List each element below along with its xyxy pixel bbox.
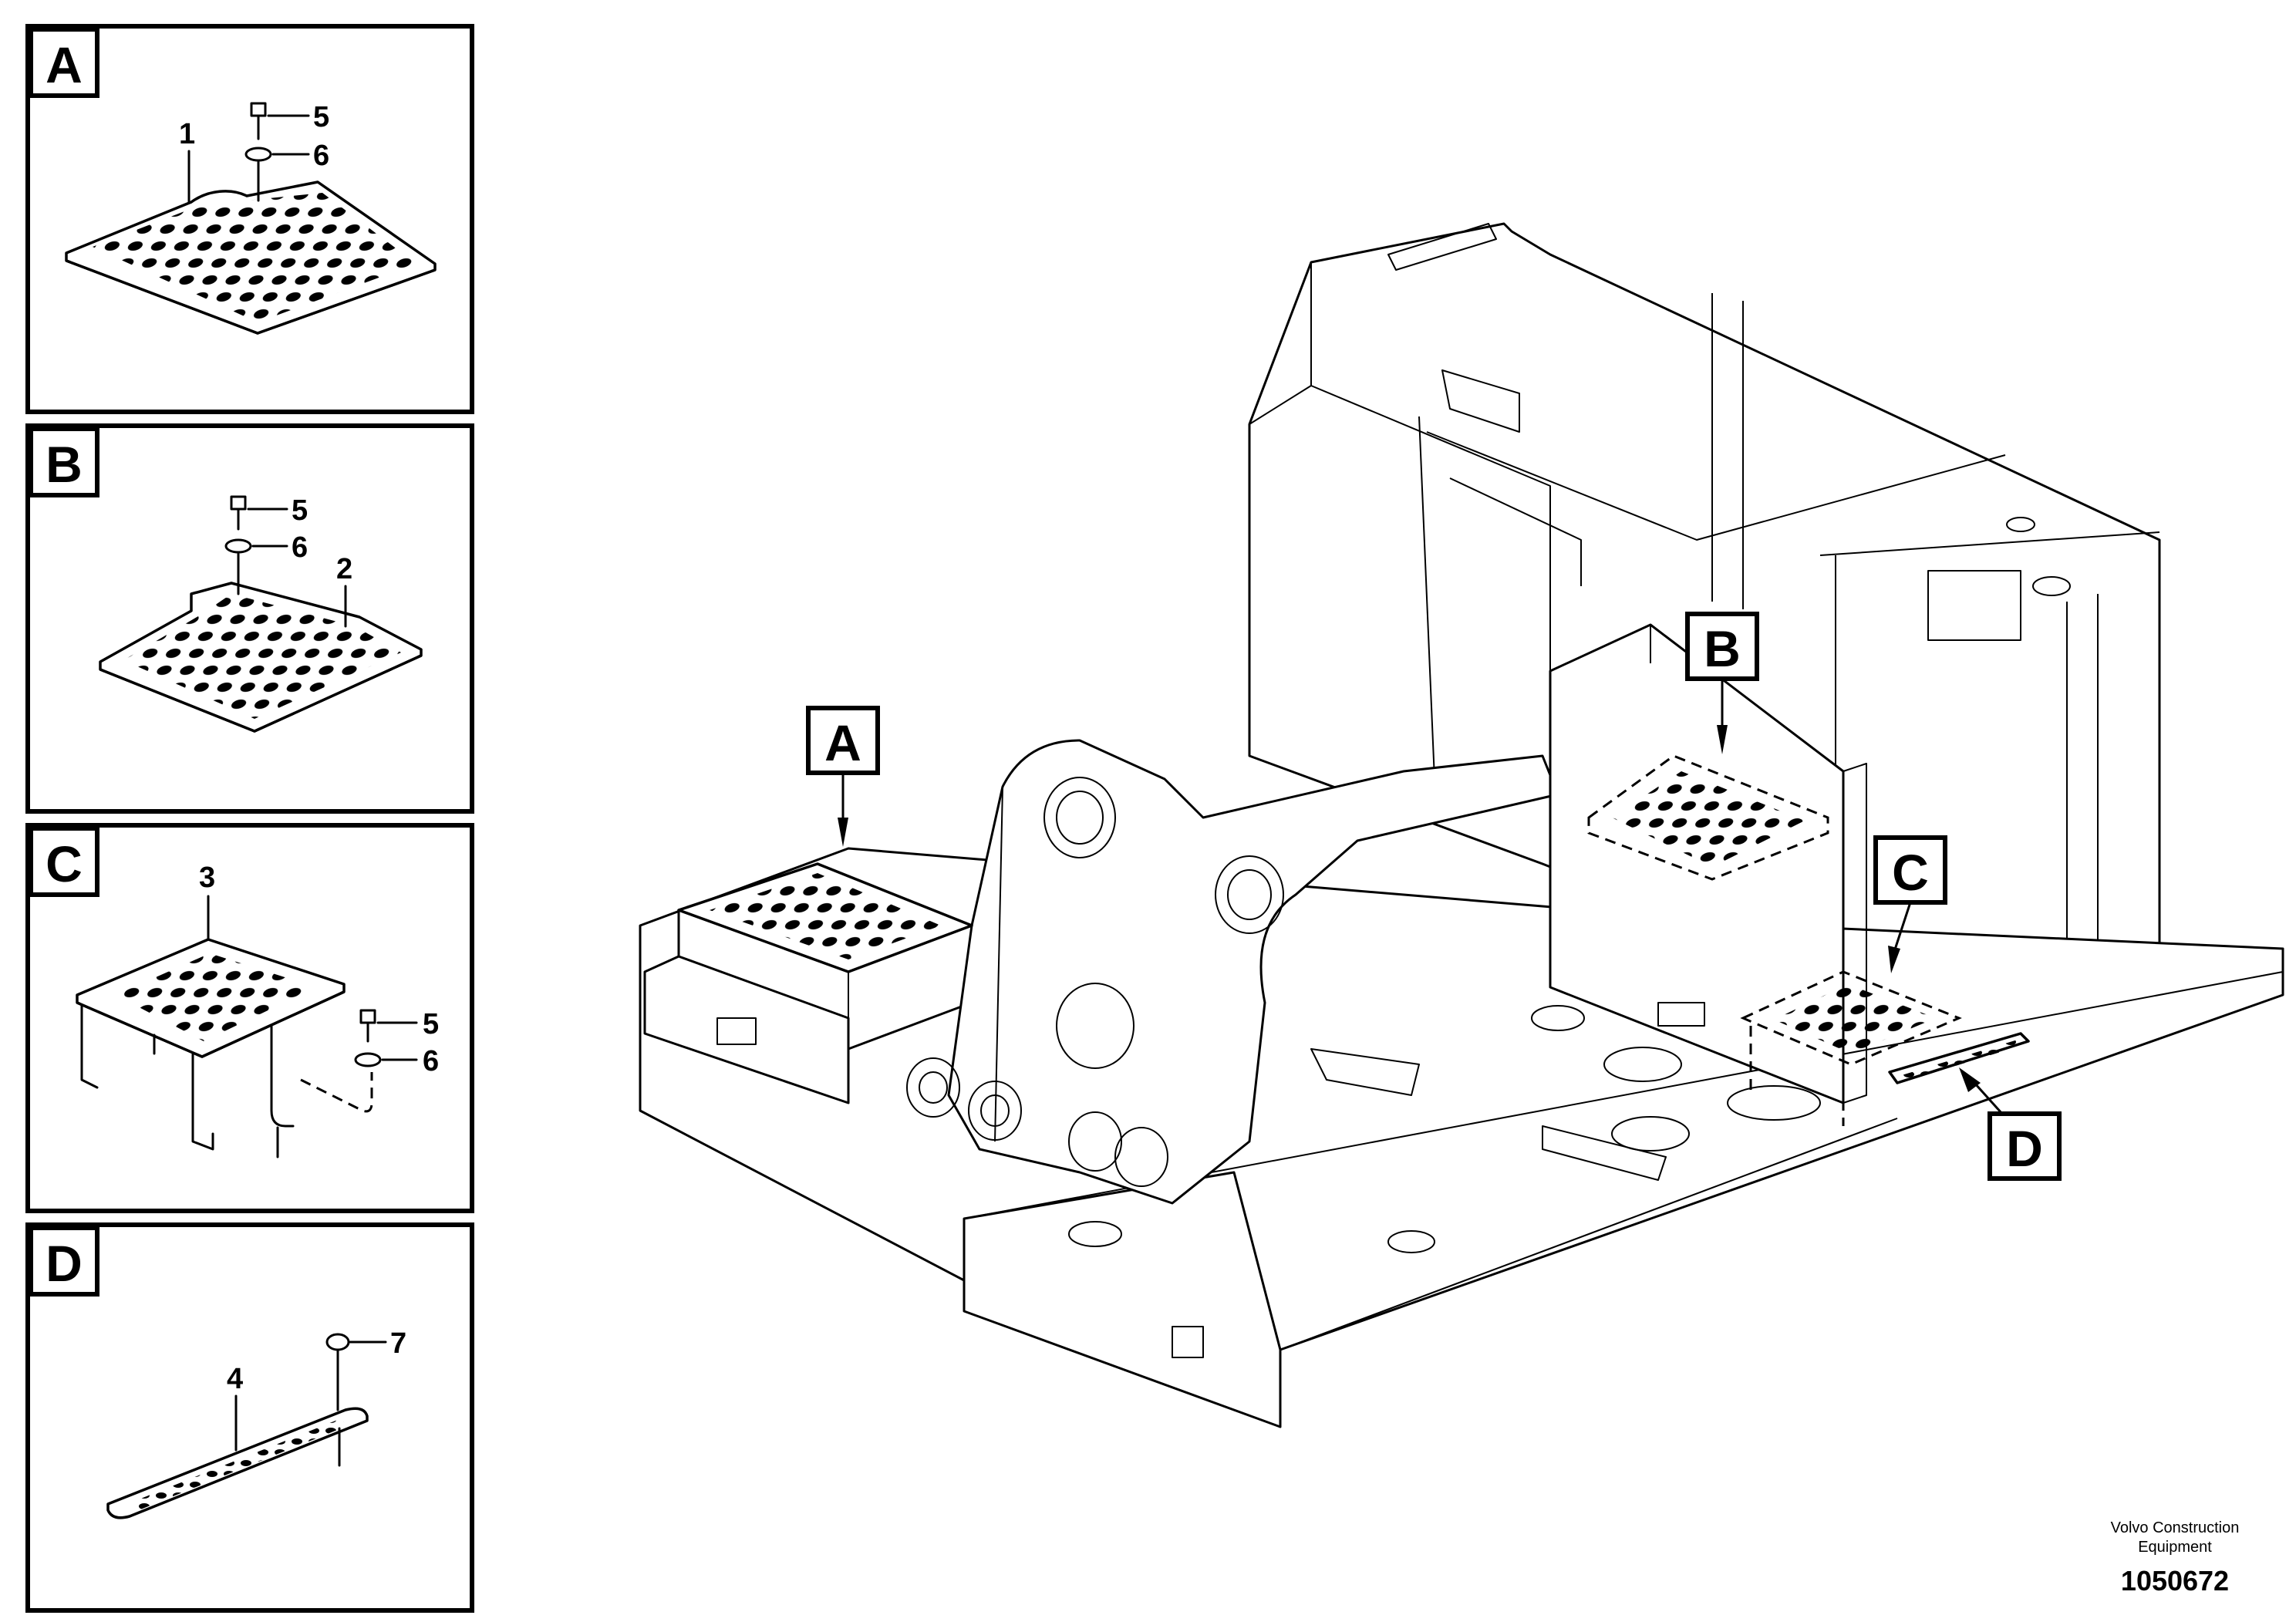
boom-mount	[906, 739, 1559, 1205]
bolt-5-a	[250, 102, 310, 140]
panel-b-tag: B	[46, 436, 83, 493]
part-number-7: 7	[390, 1327, 406, 1360]
part-number-1: 1	[179, 118, 195, 150]
callout-d: D	[1959, 1067, 2062, 1181]
document-number: 1050672	[2121, 1565, 2229, 1597]
main-strip-d	[1888, 1032, 2030, 1084]
main-assembly	[639, 222, 2284, 1428]
cab-wall	[1549, 623, 1867, 1104]
panel-c-tag: C	[46, 835, 83, 892]
callout-a: A	[806, 706, 880, 847]
panel-a-tag: A	[46, 36, 83, 93]
bolt-5-b	[230, 495, 288, 531]
part-number-6-b: 6	[292, 531, 308, 564]
strip-4	[106, 1407, 369, 1519]
callout-c: C	[1873, 835, 1947, 973]
main-plate-a	[677, 862, 973, 973]
manufacturer-credit-line2: Equipment	[2138, 1539, 2212, 1556]
manufacturer-credit-line1: Volvo Construction	[2111, 1519, 2240, 1536]
part-number-5-c: 5	[423, 1008, 439, 1040]
screw-7	[325, 1333, 387, 1411]
callout-d-label: D	[2006, 1120, 2043, 1177]
part-number-2: 2	[336, 553, 352, 585]
callout-a-label: A	[824, 714, 861, 771]
plate-2	[99, 582, 423, 733]
main-plate-c	[1740, 970, 1962, 1126]
callout-b-label: B	[1704, 620, 1741, 677]
plate-1	[65, 180, 437, 335]
callout-c-label: C	[1892, 844, 1929, 901]
washer-6-c	[300, 1052, 418, 1113]
part-number-6-c: 6	[423, 1045, 439, 1077]
part-number-6-a: 6	[313, 140, 329, 172]
step-3	[76, 938, 346, 1158]
part-number-5-b: 5	[292, 494, 308, 527]
detail-panel-b: B 5 6 2	[25, 423, 474, 814]
callout-b: B	[1685, 612, 1759, 754]
detail-panel-d: D 7 4	[25, 1222, 474, 1613]
washer-6-b	[224, 538, 288, 595]
part-number-3: 3	[199, 862, 215, 894]
part-number-4: 4	[227, 1363, 243, 1395]
part-number-5-a: 5	[313, 101, 329, 133]
detail-panel-a: A 5 6 1	[25, 24, 474, 414]
bolt-5-c	[359, 1009, 418, 1043]
detail-panel-c: C 5 6 3	[25, 823, 474, 1213]
panel-d-tag: D	[46, 1235, 83, 1292]
washer-6-a	[244, 147, 310, 202]
main-plate-b	[1587, 754, 1829, 881]
footer: Volvo Construction Equipment 1050672	[2111, 1519, 2240, 1597]
